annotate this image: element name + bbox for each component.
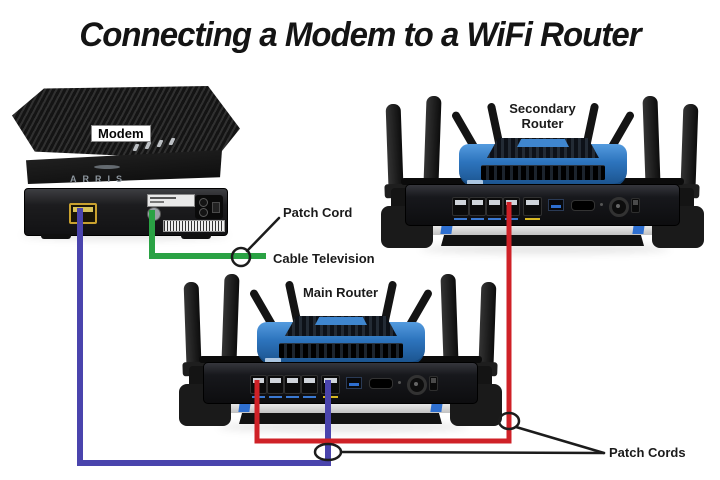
sticker-line (150, 197, 176, 199)
secondary-router: Secondary Router (375, 90, 710, 255)
switch-nub (633, 200, 638, 205)
ethernet-contacts (270, 378, 281, 383)
router-base (239, 413, 442, 424)
router-front-grille (481, 165, 605, 180)
sticker-line (150, 201, 164, 203)
secondary-router-label: Secondary Router (509, 101, 576, 131)
patch-cords-label: Patch Cords (609, 445, 686, 460)
usb-tongue (551, 205, 561, 208)
esata-port (369, 378, 393, 389)
callout-circle-blue-cable (313, 442, 343, 462)
diagram-title: Connecting a Modem to a WiFi Router (79, 16, 641, 54)
main-router: Main Router (173, 268, 508, 433)
blue-base-clip (440, 225, 453, 234)
power-jack (407, 375, 427, 395)
ethernet-contacts (472, 200, 483, 205)
usb-port (548, 199, 564, 211)
callout-line-patch-cords-blue (339, 450, 606, 455)
modem-logo-swoosh (94, 165, 120, 169)
modem-brand-text: ARRIS (70, 174, 129, 184)
ethernet-contacts (455, 200, 466, 205)
modem-coax-port (147, 207, 161, 221)
lan-port-4 (301, 375, 318, 398)
modem-label: Modem (92, 126, 150, 141)
modem-ethernet-port (69, 203, 97, 224)
router-blue-body (257, 316, 425, 365)
router-top-view (248, 280, 434, 365)
router-base (441, 235, 644, 246)
usb-tongue (349, 383, 359, 386)
power-switch (429, 376, 438, 391)
reset-pinhole (398, 381, 401, 384)
ethernet-contacts (526, 200, 539, 205)
callout-line-patch-cord (245, 216, 281, 253)
router-front-grille (279, 343, 403, 358)
callout-line-patch-cords-red (514, 425, 606, 455)
router-logo (467, 180, 483, 185)
coax-pin (151, 211, 155, 215)
modem-connector-recess (195, 195, 223, 219)
patch-cord-label: Patch Cord (283, 205, 353, 220)
modem-foot (41, 234, 71, 239)
reset-pinhole (600, 203, 603, 206)
router-base-highlight (433, 224, 652, 235)
callout-circle-green-cable (230, 246, 252, 268)
round-connector (199, 198, 208, 207)
router-top-blue-panel (315, 317, 367, 325)
esata-port (571, 200, 595, 211)
lan-port-4 (503, 197, 520, 220)
ethernet-contacts (304, 378, 315, 383)
modem-barcode-sticker (163, 220, 225, 232)
ethernet-contacts (253, 378, 264, 383)
usb-port (346, 377, 362, 389)
lan-port-2 (469, 197, 486, 220)
ethernet-contacts (506, 200, 517, 205)
router-blue-body (459, 138, 627, 187)
wan-port (523, 197, 542, 220)
lan-port-1 (452, 197, 469, 220)
blue-base-clip (632, 225, 645, 234)
power-connector (212, 202, 220, 213)
blue-base-clip (430, 403, 443, 412)
ethernet-contacts (324, 378, 337, 383)
switch-nub (431, 378, 436, 383)
shadow (420, 244, 670, 254)
modem-rear-view (24, 188, 228, 239)
wan-port (321, 375, 340, 398)
lan-port-3 (284, 375, 301, 398)
router-rear-panel (405, 184, 680, 226)
lan-port-3 (486, 197, 503, 220)
modem-foot (181, 234, 211, 239)
router-rear-panel (203, 362, 478, 404)
main-router-label: Main Router (302, 285, 379, 300)
power-jack (609, 197, 629, 217)
router-top-view (450, 102, 636, 187)
ethernet-contacts (287, 378, 298, 383)
modem-info-sticker (147, 194, 195, 207)
modem-top-view: ARRIS (12, 86, 240, 186)
lan-port-1 (250, 375, 267, 398)
modem-vented-top (12, 86, 240, 160)
power-switch (631, 198, 640, 213)
ethernet-contacts (489, 200, 500, 205)
lan-port-2 (267, 375, 284, 398)
cable-television-label: Cable Television (273, 251, 375, 266)
blue-base-clip (238, 403, 251, 412)
ethernet-contacts (73, 207, 93, 212)
router-top-vent-panel (487, 138, 599, 158)
round-connector (199, 208, 208, 217)
router-top-blue-panel (517, 139, 569, 147)
